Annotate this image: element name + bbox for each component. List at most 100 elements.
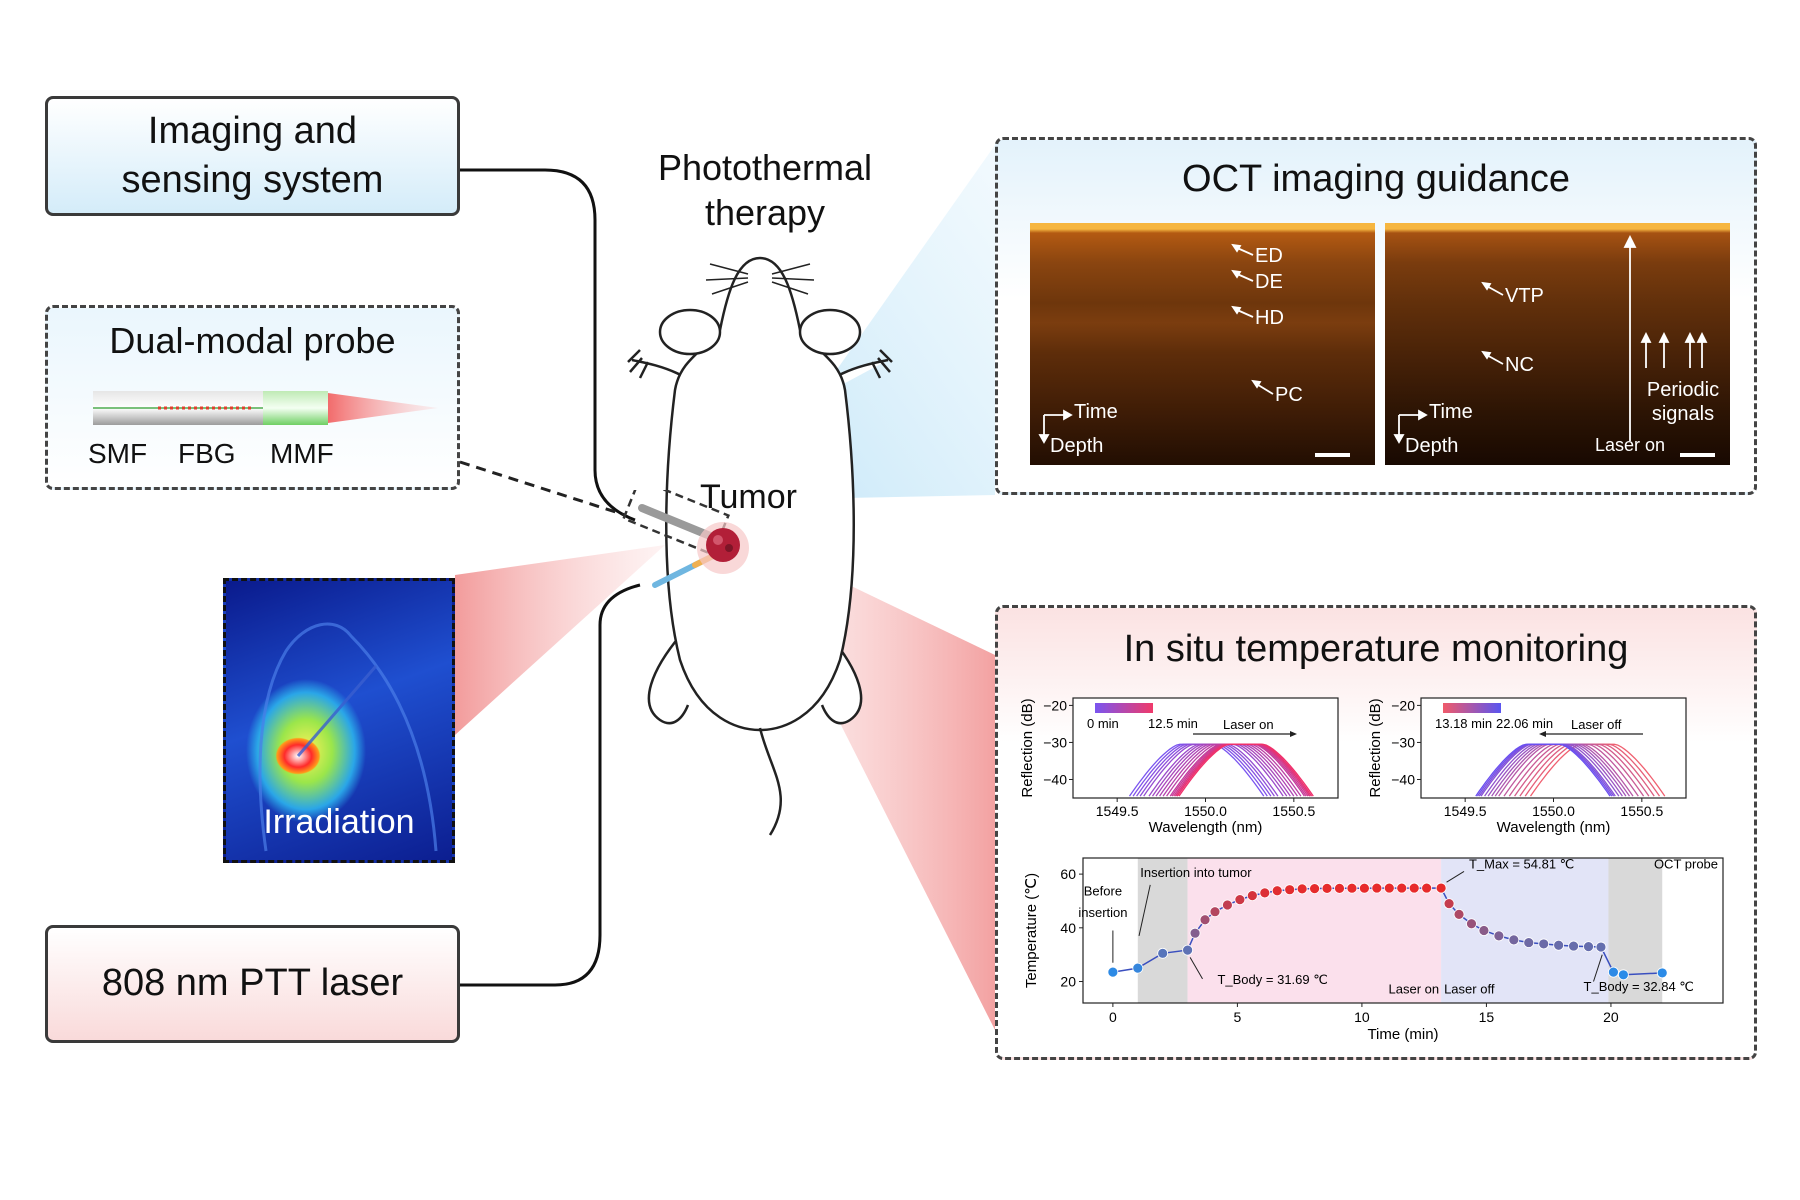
temperature-point xyxy=(1443,898,1455,910)
x-tick-label: 0 xyxy=(1109,1009,1117,1025)
thermal-image: Irradiation xyxy=(223,578,455,863)
temperature-point xyxy=(1553,939,1565,951)
temperature-point xyxy=(1296,883,1308,895)
phase-region xyxy=(1187,858,1442,1003)
temperature-point xyxy=(1568,940,1579,952)
temperature-point xyxy=(1466,918,1477,930)
thermal-label: Irradiation xyxy=(263,803,415,841)
oct-panel-title: OCT imaging guidance xyxy=(1182,158,1570,200)
y-tick-label: 40 xyxy=(1060,920,1076,936)
temperature-point xyxy=(1321,882,1333,894)
x-tick-label: 1550.0 xyxy=(1184,803,1227,819)
oct-label-ed: ED xyxy=(1255,245,1283,267)
temperature-point xyxy=(1478,925,1490,936)
x-tick-label: 15 xyxy=(1479,1009,1495,1025)
probe-link-dashed xyxy=(459,460,626,517)
temperature-point xyxy=(1182,944,1193,956)
oct-right-time: Time xyxy=(1429,401,1473,423)
temperature-point xyxy=(1617,969,1629,981)
oct-left-depth: Depth xyxy=(1050,435,1104,457)
mmf-segment xyxy=(263,391,328,425)
temperature-point xyxy=(1199,914,1211,926)
probe-box-title: Dual-modal probe xyxy=(109,320,396,361)
output-beam xyxy=(328,393,438,423)
y-tick-label: −30 xyxy=(1043,734,1067,750)
phase-region xyxy=(1137,858,1188,1003)
temperature-point xyxy=(1157,947,1169,959)
temperature-point xyxy=(1222,899,1233,911)
y-axis-label: Reflection (dB) xyxy=(1019,698,1036,797)
oct-label-nc: NC xyxy=(1505,354,1534,376)
temperature-point xyxy=(1107,966,1119,978)
y-tick-label: −40 xyxy=(1391,771,1415,787)
temperature-point xyxy=(1595,941,1607,953)
x-tick-label: 20 xyxy=(1603,1009,1619,1025)
annotation-before: Before xyxy=(1084,884,1122,899)
temperature-point xyxy=(1656,967,1668,979)
temperature-point xyxy=(1309,883,1320,895)
temperature-point xyxy=(1508,934,1520,946)
fbg-label: FBG xyxy=(178,438,236,469)
temperature-point xyxy=(1396,882,1408,894)
x-tick-label: 1550.5 xyxy=(1272,803,1315,819)
phase-region xyxy=(1441,858,1609,1003)
legend-colorbar xyxy=(1095,703,1153,713)
mouse-tail xyxy=(758,727,782,836)
y-tick-label: 20 xyxy=(1060,974,1076,990)
plot-frame xyxy=(1420,697,1687,799)
chart-annotation: Laser on xyxy=(1223,717,1274,732)
temperature-point xyxy=(1246,890,1258,901)
y-tick-label: −20 xyxy=(1043,697,1067,713)
spectrum-line xyxy=(1475,743,1611,797)
x-axis-label: Wavelength (nm) xyxy=(1149,819,1263,836)
chart-annotation: Laser off xyxy=(1571,717,1622,732)
oct-image-right: VTP NC Periodic signals Laser on Tim xyxy=(1385,223,1730,465)
imaging-system-label: Imaging and sensing system xyxy=(121,109,384,201)
oct-label-vtp: VTP xyxy=(1505,285,1544,307)
probe-insertion xyxy=(622,490,749,588)
x-tick-label: 1549.5 xyxy=(1096,803,1139,819)
annotation-tbody-1: T_Body = 31.69 ℃ xyxy=(1217,972,1327,987)
y-axis-label: Temperature (℃) xyxy=(1023,873,1040,988)
oct-left-time: Time xyxy=(1074,401,1118,423)
arrow-tmax xyxy=(1446,871,1465,883)
oct-periodic-signals: Periodic signals xyxy=(1646,379,1720,425)
system-cable xyxy=(460,168,636,522)
spectrum-line xyxy=(1178,743,1314,797)
temperature-point xyxy=(1608,966,1619,978)
y-tick-label: −30 xyxy=(1391,734,1415,750)
temperature-point xyxy=(1189,927,1201,939)
laser-cable xyxy=(460,583,641,987)
temperature-point xyxy=(1271,885,1283,897)
annotation-laser-off: Laser off xyxy=(1444,982,1495,997)
temperature-point xyxy=(1583,941,1594,953)
oct-label-de: DE xyxy=(1255,271,1283,293)
oct-right-scalebar xyxy=(1680,453,1715,457)
x-tick-label: 1549.5 xyxy=(1444,803,1487,819)
temperature-point xyxy=(1538,938,1550,950)
temperature-point xyxy=(1408,882,1420,894)
annotation-tmax: T_Max = 54.81 ℃ xyxy=(1469,857,1574,872)
phase-region xyxy=(1608,858,1663,1003)
temperature-point xyxy=(1346,882,1358,894)
legend-end: 12.5 min xyxy=(1148,716,1198,731)
plot-frame xyxy=(1082,857,1724,1004)
arrow-insertion xyxy=(1138,884,1151,936)
page-title: Photothermal therapy xyxy=(657,147,873,233)
temperature-point xyxy=(1371,882,1383,894)
temperature-point xyxy=(1284,884,1296,896)
annotation-oct-probe: OCT probe xyxy=(1654,857,1718,872)
oct-right-arrows xyxy=(1393,234,1715,457)
temperature-point xyxy=(1383,882,1395,894)
x-tick-label: 5 xyxy=(1233,1009,1241,1025)
legend-colorbar xyxy=(1443,703,1501,713)
temperature-point xyxy=(1334,882,1345,894)
x-axis-label: Time (min) xyxy=(1367,1026,1438,1043)
arrow-tbody-1 xyxy=(1189,957,1203,980)
direction-arrowhead xyxy=(1290,731,1297,737)
y-axis-label: Reflection (dB) xyxy=(1367,698,1384,797)
temperature-point xyxy=(1132,962,1144,974)
